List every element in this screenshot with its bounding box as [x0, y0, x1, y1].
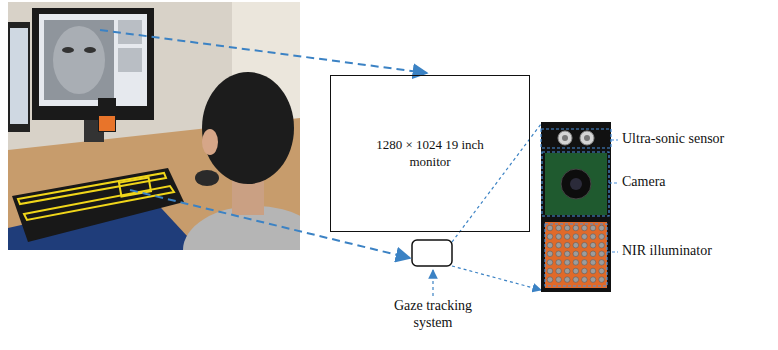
- led: [547, 260, 553, 266]
- led: [547, 277, 553, 283]
- led: [573, 268, 579, 274]
- led: [556, 277, 562, 283]
- led: [590, 242, 596, 248]
- led: [582, 277, 588, 283]
- side-monitor: [8, 22, 30, 132]
- led: [590, 251, 596, 257]
- led: [599, 242, 605, 248]
- region-box: [541, 129, 611, 148]
- led: [556, 225, 562, 231]
- led: [564, 268, 570, 274]
- mouse: [195, 170, 219, 186]
- part-label: Camera: [622, 174, 666, 191]
- device-body: [541, 122, 611, 292]
- led: [590, 277, 596, 283]
- side-screen: [10, 28, 28, 124]
- led: [590, 260, 596, 266]
- led: [599, 225, 605, 231]
- led: [556, 268, 562, 274]
- led: [547, 242, 553, 248]
- ear: [202, 129, 218, 155]
- led: [573, 260, 579, 266]
- led: [564, 234, 570, 240]
- led: [564, 242, 570, 248]
- tracker-box: [412, 240, 452, 266]
- key-row: [18, 173, 166, 204]
- region-box: [542, 152, 609, 216]
- led: [547, 268, 553, 274]
- led: [556, 234, 562, 240]
- led: [590, 234, 596, 240]
- tracker: [98, 98, 116, 132]
- led: [547, 251, 553, 257]
- leader-line: [611, 139, 618, 140]
- led: [599, 268, 605, 274]
- device-photo: [541, 122, 611, 292]
- led: [599, 260, 605, 266]
- led: [573, 225, 579, 231]
- part-label: Ultra-sonic sensor: [622, 131, 724, 148]
- leader-arrow: [130, 190, 410, 258]
- face: [53, 26, 105, 94]
- led-grid: [547, 225, 604, 282]
- led: [599, 251, 605, 257]
- setup-photo: [8, 2, 300, 250]
- led: [564, 251, 570, 257]
- led: [582, 260, 588, 266]
- led: [582, 242, 588, 248]
- led: [590, 268, 596, 274]
- monitor-bezel: [32, 8, 154, 120]
- part-label: NIR illuminator: [622, 243, 712, 260]
- led: [599, 277, 605, 283]
- region-box: [545, 224, 607, 286]
- led: [556, 242, 562, 248]
- eye-image: [44, 20, 114, 100]
- led: [590, 225, 596, 231]
- system-label: Gaze tracking system: [383, 298, 483, 332]
- eye: [84, 47, 96, 53]
- panel: [118, 48, 142, 72]
- led: [573, 242, 579, 248]
- led: [582, 234, 588, 240]
- led: [564, 277, 570, 283]
- led: [564, 260, 570, 266]
- node-label: 1280 × 1024 19 inch monitor: [375, 137, 485, 170]
- head: [202, 72, 294, 184]
- camera-lens: [561, 169, 591, 199]
- ultrasonic-transducer: [558, 131, 572, 145]
- illuminator-board: [545, 222, 607, 288]
- leader-arrow: [432, 270, 433, 296]
- tracker-illuminator: [99, 116, 115, 131]
- zoom-line: [452, 266, 541, 290]
- led: [564, 225, 570, 231]
- camera-board: [545, 153, 607, 215]
- led: [582, 225, 588, 231]
- monitor-box: 1280 × 1024 19 inch monitor: [330, 75, 530, 232]
- led: [582, 251, 588, 257]
- eye: [62, 47, 74, 53]
- led: [547, 234, 553, 240]
- led: [573, 277, 579, 283]
- leader-line: [607, 251, 618, 252]
- ultrasonic-transducer: [580, 131, 594, 145]
- led: [573, 251, 579, 257]
- led: [582, 268, 588, 274]
- led: [547, 225, 553, 231]
- keyboard: [12, 168, 184, 242]
- led: [599, 234, 605, 240]
- led: [556, 260, 562, 266]
- wall: [8, 2, 300, 250]
- led: [556, 251, 562, 257]
- panel: [118, 20, 142, 44]
- leader-arrow: [100, 30, 427, 73]
- monitor-screen: [39, 14, 147, 106]
- leader-line: [609, 182, 618, 183]
- led: [573, 234, 579, 240]
